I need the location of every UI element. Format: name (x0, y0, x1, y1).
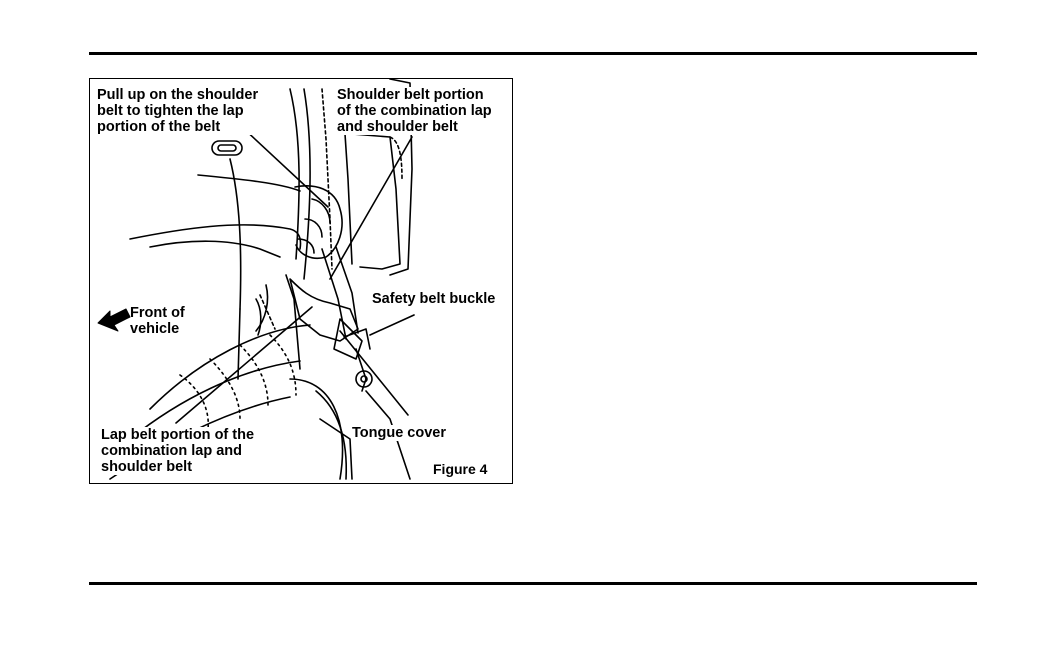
callout-front-of-vehicle: Front of vehicle (130, 305, 185, 337)
callout-pull-up: Pull up on the shoulder belt to tighten … (97, 87, 258, 135)
seat-belt-illustration (90, 79, 513, 484)
figure-4: Pull up on the shoulder belt to tighten … (89, 78, 513, 484)
figure-caption: Figure 4 (433, 461, 487, 477)
footer-rule (89, 582, 977, 585)
header-rule (89, 52, 977, 55)
callout-safety-belt-buckle: Safety belt buckle (372, 291, 495, 307)
callout-lap-belt: Lap belt portion of the combination lap … (101, 427, 254, 475)
callout-tongue-cover: Tongue cover (352, 425, 446, 441)
callout-shoulder-belt: Shoulder belt portion of the combination… (337, 87, 492, 135)
